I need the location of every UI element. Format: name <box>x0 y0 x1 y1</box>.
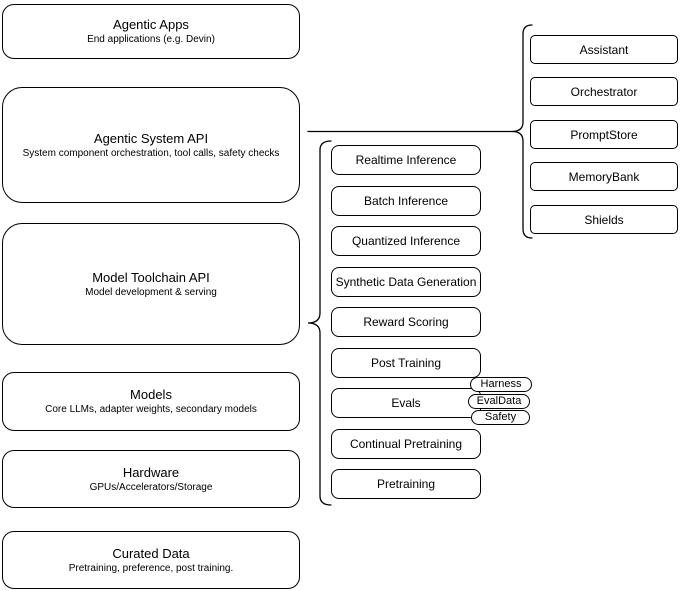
node-pretraining: Pretraining <box>331 469 481 499</box>
node-batch-inference: Batch Inference <box>331 186 481 216</box>
node-title: Curated Data <box>112 545 190 561</box>
node-title: Model Toolchain API <box>92 269 210 285</box>
node-label: Pretraining <box>376 477 436 491</box>
node-label: Reward Scoring <box>363 315 449 329</box>
node-subtitle: Model development & serving <box>85 286 217 298</box>
node-continual-pretraining: Continual Pretraining <box>331 429 481 459</box>
node-title: Hardware <box>122 464 180 480</box>
node-shields: Shields <box>530 205 678 234</box>
node-orchestrator: Orchestrator <box>530 77 678 106</box>
tag-label: Safety <box>484 411 517 423</box>
tag-label: EvalData <box>476 395 522 407</box>
node-agentic-system-api: Agentic System API System component orch… <box>2 87 300 203</box>
node-title: Agentic System API <box>93 130 209 146</box>
node-subtitle: System component orchestration, tool cal… <box>22 147 280 159</box>
node-label: Shields <box>584 212 624 227</box>
node-synthetic-data-generation: Synthetic Data Generation <box>331 267 481 297</box>
node-label: PromptStore <box>570 127 638 142</box>
tag-evaldata: EvalData <box>468 394 530 409</box>
tag-safety: Safety <box>471 410 530 425</box>
node-label: Assistant <box>579 42 629 57</box>
node-agentic-apps: Agentic Apps End applications (e.g. Devi… <box>2 4 300 59</box>
node-promptstore: PromptStore <box>530 120 678 149</box>
node-models: Models Core LLMs, adapter weights, secon… <box>2 372 300 431</box>
node-model-toolchain-api: Model Toolchain API Model development & … <box>2 223 300 345</box>
node-quantized-inference: Quantized Inference <box>331 226 481 256</box>
node-hardware: Hardware GPUs/Accelerators/Storage <box>2 450 300 508</box>
node-label: Post Training <box>370 356 442 370</box>
node-curated-data: Curated Data Pretraining, preference, po… <box>2 531 300 589</box>
tag-harness: Harness <box>470 377 532 392</box>
node-title: Agentic Apps <box>113 17 189 32</box>
system-components-brace <box>511 24 533 239</box>
node-subtitle: End applications (e.g. Devin) <box>87 34 215 45</box>
tag-label: Harness <box>480 378 522 390</box>
node-label: MemoryBank <box>568 169 640 184</box>
node-label: Orchestrator <box>570 84 638 99</box>
node-label: Evals <box>391 396 421 410</box>
node-memorybank: MemoryBank <box>530 162 678 191</box>
node-evals: Evals <box>331 388 481 418</box>
node-title: Models <box>130 387 172 402</box>
node-label: Realtime Inference <box>355 153 457 167</box>
node-subtitle: GPUs/Accelerators/Storage <box>89 481 213 493</box>
node-label: Synthetic Data Generation <box>335 275 477 289</box>
node-label: Quantized Inference <box>351 234 461 248</box>
toolchain-brace <box>307 140 332 506</box>
node-assistant: Assistant <box>530 35 678 64</box>
node-label: Batch Inference <box>363 194 449 208</box>
node-label: Continual Pretraining <box>349 437 463 451</box>
node-post-training: Post Training <box>331 348 481 378</box>
node-subtitle: Pretraining, preference, post training. <box>68 562 234 574</box>
node-subtitle: Core LLMs, adapter weights, secondary mo… <box>45 404 257 415</box>
node-realtime-inference: Realtime Inference <box>331 145 481 175</box>
node-reward-scoring: Reward Scoring <box>331 307 481 337</box>
